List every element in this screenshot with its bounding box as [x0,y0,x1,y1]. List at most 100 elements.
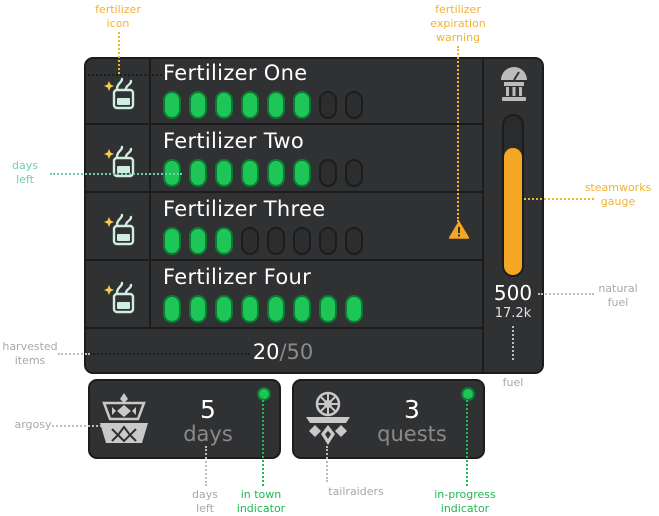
day-left-pill-active [215,159,233,187]
day-left-pill-active [293,159,311,187]
day-left-pill-active [267,91,285,119]
harvested-current: 20 [252,340,280,364]
leader-harvested-items-inside [90,353,250,355]
fertilizer-row[interactable]: Fertilizer One [84,57,482,125]
harvested-items-counter: 20/50 [84,340,482,364]
annotation-natural-fuel: natural fuel [598,282,638,309]
steamworks-sidebar [482,57,544,374]
day-left-pill-active [163,227,181,255]
day-left-pill-active [267,159,285,187]
day-left-pill-active [189,227,207,255]
days-left-pills [163,159,363,187]
fertilizer-body: Fertilizer One [151,57,482,125]
day-left-pill-active [267,295,285,323]
fertilizer-body: Fertilizer Two [151,125,482,193]
annotation-days-left-bottom: days left [192,488,218,515]
fertilizer-row[interactable]: Fertilizer Four [84,261,482,329]
fertilizer-panel [84,57,544,374]
leader-expiration-warning [457,46,459,222]
in-town-indicator [259,389,269,399]
fertilizer-row[interactable]: Fertilizer Three [84,193,482,261]
harvested-separator: / [279,340,287,364]
day-left-pill-active [293,295,311,323]
day-left-pill-active [189,159,207,187]
day-left-pill-active [189,91,207,119]
day-left-pill-active [241,295,259,323]
annotation-in-town: in town indicator [236,488,286,515]
day-left-pill-empty [345,159,363,187]
day-left-pill-empty [345,227,363,255]
leader-stored-fuel [512,326,514,360]
argosy-icon [100,393,148,443]
leader-fertilizer-icon [118,32,120,74]
fertilizer-name: Fertilizer Four [163,265,312,289]
tailraiders-icon [306,391,350,445]
fertilizer-name: Fertilizer Three [163,197,326,221]
day-left-pill-active [189,295,207,323]
tailraiders-card[interactable]: 3 quests [292,379,485,459]
day-left-pill-empty [293,227,311,255]
tailraiders-value: 3 [404,395,420,424]
fertilizer-row[interactable]: Fertilizer Two [84,125,482,193]
fertilizer-body: Fertilizer Three [151,193,482,261]
fertilizer-icon [104,145,135,178]
days-left-pills [163,295,363,323]
day-left-pill-active [241,91,259,119]
annotation-steamworks-gauge: steamworks gauge [584,181,652,208]
argosy-value: 5 [200,395,216,424]
fertilizer-icon-box [84,261,151,329]
day-left-pill-active [215,295,233,323]
annotation-harvested-items: harvested items [2,340,58,367]
day-left-pill-empty [319,91,337,119]
expiration-warning-icon[interactable] [449,221,469,239]
leader-days-left-bottom [205,446,207,486]
day-left-pill-empty [241,227,259,255]
leader-tailraiders [326,446,328,482]
day-left-pill-active [241,159,259,187]
day-left-pill-active [293,91,311,119]
leader-argosy [52,425,102,427]
annotation-in-progress: in-progress indicator [434,488,496,515]
leader-days-left [50,173,182,175]
day-left-pill-empty [345,91,363,119]
days-left-pills [163,91,363,119]
day-left-pill-empty [319,227,337,255]
fertilizer-icon-box [84,193,151,261]
leader-harvested-items-outside [58,353,90,355]
annotation-argosy: argosy [14,418,52,431]
leader-in-progress [466,396,468,486]
fertilizer-icon [104,213,135,246]
tailraiders-unit: quests [377,422,447,446]
leader-natural-fuel [538,293,594,295]
annotation-fertilizer-icon: fertilizer icon [95,3,141,30]
day-left-pill-active [215,91,233,119]
fertilizer-name: Fertilizer Two [163,129,305,153]
fertilizer-icon [104,77,135,110]
steamworks-gauge-fill [504,148,522,275]
day-left-pill-active [215,227,233,255]
natural-fuel-value: 500 [493,281,533,305]
annotation-expiration-warning: fertilizer expiration warning [430,3,486,44]
annotation-tailraiders: tailraiders [328,485,384,498]
in-progress-indicator [463,389,473,399]
day-left-pill-active [163,295,181,323]
fertilizer-icon-box [84,57,151,125]
day-left-pill-active [345,295,363,323]
stored-fuel-value: 17.2k [494,306,532,321]
steamworks-icon [501,67,527,101]
annotation-days-left: days left [12,159,38,186]
argosy-unit: days [183,422,233,446]
fertilizer-icon [104,281,135,314]
day-left-pill-empty [319,159,337,187]
leader-steamworks-gauge [524,198,594,200]
harvested-max: 50 [286,340,314,364]
day-left-pill-active [319,295,337,323]
day-left-pill-active [163,91,181,119]
fertilizer-name: Fertilizer One [163,61,308,85]
argosy-card[interactable]: 5 days [88,379,281,459]
fertilizer-list: Fertilizer One Fertilizer Two [84,57,482,374]
fertilizer-body: Fertilizer Four [151,261,482,329]
fertilizer-icon-box [84,125,151,193]
days-left-pills [163,227,363,255]
leader-in-town [262,396,264,486]
